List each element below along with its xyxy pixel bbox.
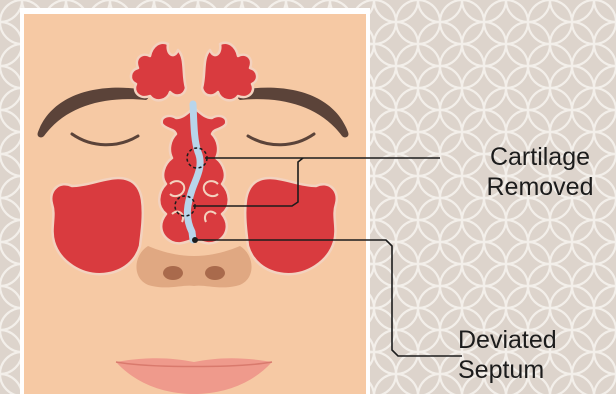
cartilage-label-line2: Removed	[470, 172, 610, 202]
septum-label-line1: Deviated	[458, 325, 588, 355]
right-maxillary-sinus	[245, 178, 337, 274]
right-nostril	[205, 266, 225, 280]
deviated-septum-label: Deviated Septum	[458, 325, 588, 385]
cartilage-label-line1: Cartilage	[470, 142, 610, 172]
septum-label-line2: Septum	[458, 355, 588, 385]
cartilage-removed-label: Cartilage Removed	[470, 142, 610, 202]
left-maxillary-sinus	[51, 178, 143, 274]
face-panel	[24, 14, 366, 394]
left-nostril	[163, 266, 183, 280]
septum-endpoint-icon	[192, 237, 198, 243]
